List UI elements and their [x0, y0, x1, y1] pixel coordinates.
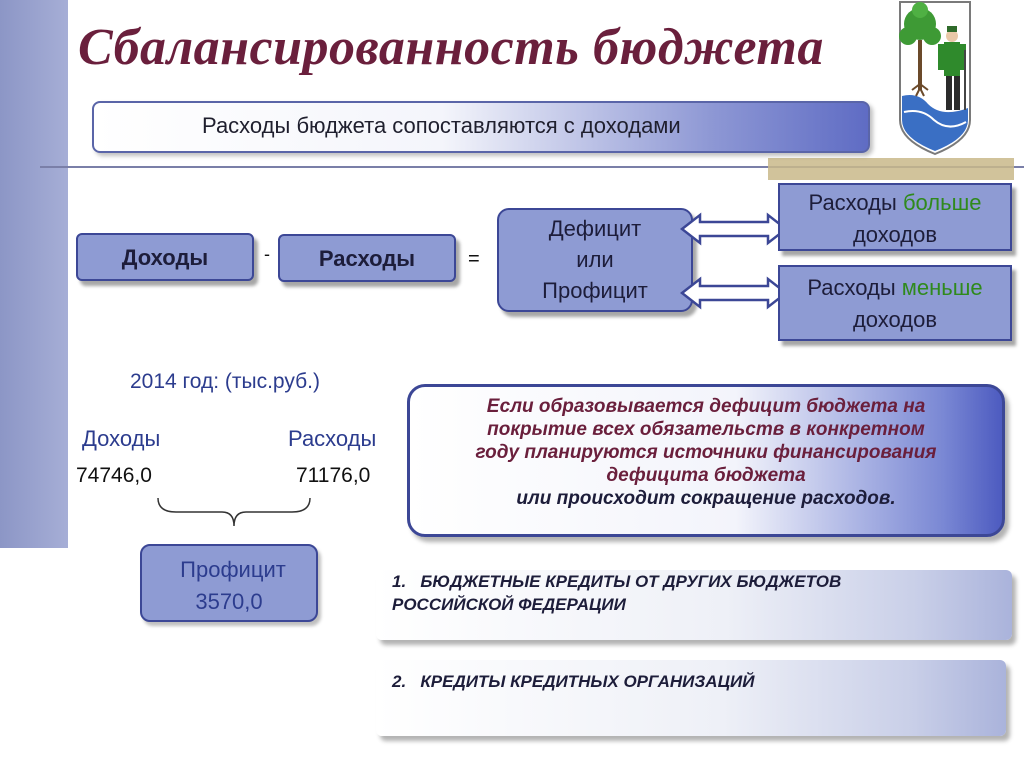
profit-label: Профицит [148, 557, 318, 583]
deficit-note-text: Если образовывается дефицит бюджета на п… [418, 395, 994, 510]
source-item-2-number: 2. [392, 672, 406, 691]
profit-value: 3570,0 [140, 589, 318, 615]
result-line-1: Дефицит [497, 216, 693, 242]
source-item-2: 2. КРЕДИТЫ КРЕДИТНЫХ ОРГАНИЗАЦИЙ [392, 672, 992, 692]
minus-sign: - [264, 244, 270, 265]
outcome-more-prefix: Расходы [809, 190, 903, 215]
subtitle-text: Расходы бюджета сопоставляются с доходам… [202, 113, 681, 139]
outcome-less-line2: доходов [778, 307, 1012, 333]
source-item-1-line2: РОССИЙСКОЙ ФЕДЕРАЦИИ [392, 595, 626, 614]
double-arrow-icon [680, 212, 788, 246]
note-line-1: Если образовывается дефицит бюджета на [418, 395, 994, 418]
equals-sign: = [468, 248, 480, 271]
source-item-1-line1: БЮДЖЕТНЫЕ КРЕДИТЫ ОТ ДРУГИХ БЮДЖЕТОВ [420, 572, 841, 591]
double-arrow-icon [680, 276, 788, 310]
year-expense-label: Расходы [288, 426, 376, 452]
coat-of-arms-icon [898, 0, 972, 156]
expense-label: Расходы [278, 246, 456, 272]
outcome-less-line1: Расходы меньше [778, 275, 1012, 301]
outcome-less-prefix: Расходы [807, 275, 901, 300]
result-line-3: Профицит [497, 278, 693, 304]
year-income-value: 74746,0 [76, 464, 152, 488]
income-label: Доходы [76, 245, 254, 271]
outcome-more-highlight: больше [903, 190, 982, 215]
year-expense-value: 71176,0 [296, 464, 370, 488]
outcome-more-line1: Расходы больше [778, 190, 1012, 216]
note-line-2: покрытие всех обязательств в конкретном [418, 418, 994, 441]
note-line-3: году планируются источники финансировани… [418, 441, 994, 464]
year-income-label: Доходы [82, 426, 160, 452]
source-item-1-number: 1. [392, 572, 406, 591]
source-item-1: 1. БЮДЖЕТНЫЕ КРЕДИТЫ ОТ ДРУГИХ БЮДЖЕТОВ … [392, 570, 992, 616]
result-line-2: или [497, 247, 693, 273]
year-heading: 2014 год: (тыс.руб.) [130, 370, 320, 394]
outcome-less-highlight: меньше [902, 275, 983, 300]
outcome-more-line2: доходов [778, 222, 1012, 248]
decor-stripe [768, 158, 1014, 180]
brace-icon [156, 496, 312, 530]
note-line-5: или происходит сокращение расходов. [418, 487, 994, 510]
source-item-2-line1: КРЕДИТЫ КРЕДИТНЫХ ОРГАНИЗАЦИЙ [420, 672, 754, 691]
page-title: Сбалансированность бюджета [78, 18, 824, 77]
left-decor-bar [0, 0, 68, 548]
note-line-4: дефицита бюджета [418, 464, 994, 487]
